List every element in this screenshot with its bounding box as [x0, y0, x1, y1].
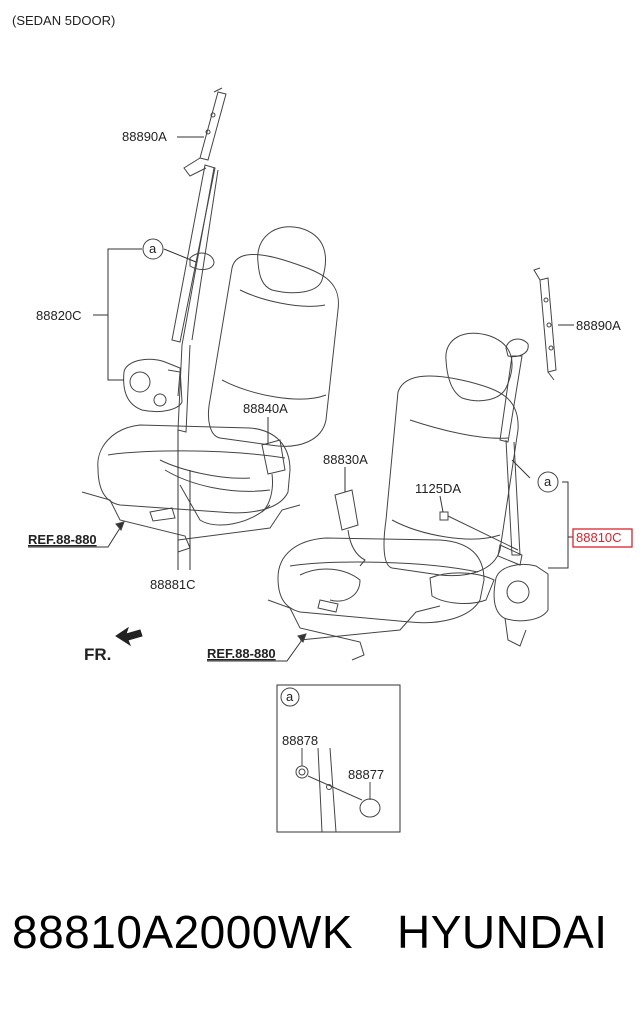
ref-left: REF.88-880: [28, 532, 97, 547]
detail-inset: [276, 684, 401, 833]
front-label: FR.: [84, 645, 111, 664]
variant-label: (SEDAN 5DOOR): [12, 13, 115, 28]
part-88840a: 88840A: [243, 401, 288, 416]
left-seat: [81, 226, 339, 553]
part-88820c: 88820C: [36, 308, 82, 323]
callout-a-left: [142, 238, 164, 260]
part-88878: 88878: [282, 733, 318, 748]
part-88890a-right: 88890A: [576, 318, 621, 333]
front-arrow-icon: [115, 626, 143, 647]
callout-a-right: [537, 471, 559, 493]
highlight-88810c: [572, 528, 633, 548]
left-belt: [123, 87, 227, 433]
part-88810c: 88810C: [576, 530, 622, 545]
ref-left-arrowhead: [115, 521, 125, 531]
part-88890a-left: 88890A: [122, 129, 167, 144]
callout-a-left-text: a: [149, 241, 157, 256]
part-88830a: 88830A: [323, 452, 368, 467]
ref-right-arrowhead: [297, 633, 307, 643]
callout-a-right-text: a: [544, 474, 552, 489]
leader-lines: [28, 136, 574, 662]
right-seat: [267, 332, 519, 661]
ref-right: REF.88-880: [207, 646, 276, 661]
inset-a-text: a: [286, 689, 294, 704]
part-88881c: 88881C: [150, 577, 196, 592]
footer-brand: HYUNDAI: [397, 906, 608, 958]
seat-belt-diagram: (SEDAN 5DOOR) 88890A 88820C a 88840A 888…: [12, 13, 633, 833]
footer-caption: 88810A2000WK HYUNDAI: [12, 905, 637, 959]
right-belt: [439, 267, 557, 647]
part-1125da: 1125DA: [415, 481, 461, 496]
part-88877: 88877: [348, 767, 384, 782]
footer-part-number: 88810A2000WK: [12, 906, 354, 958]
